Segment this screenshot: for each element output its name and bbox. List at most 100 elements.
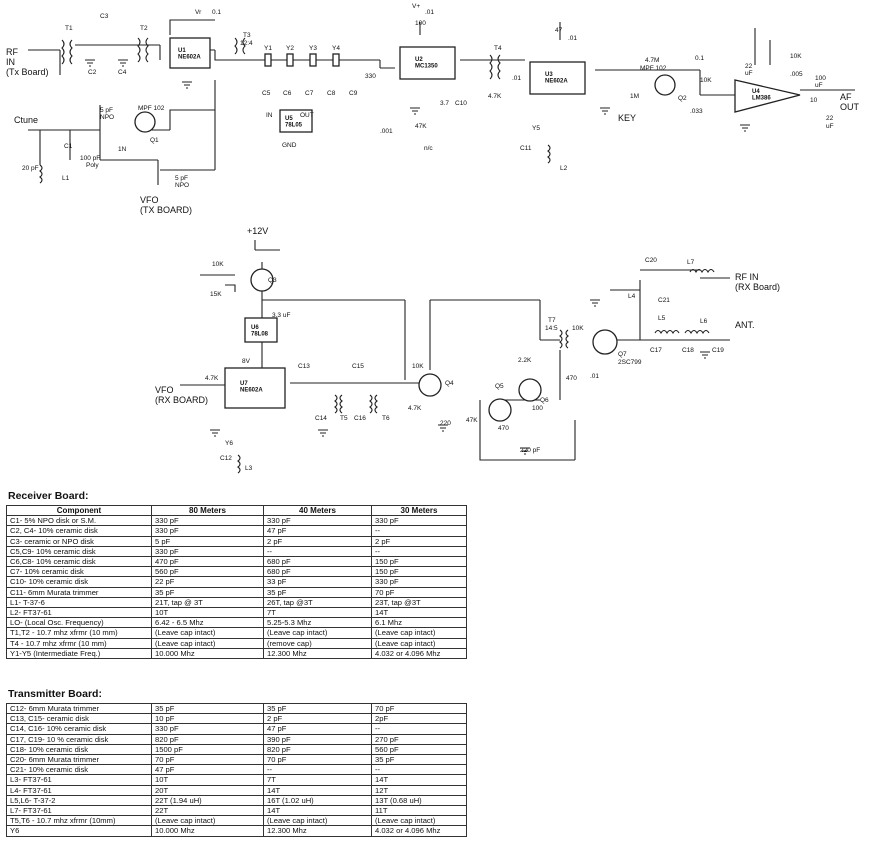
value-cell: (Leave cap intact) xyxy=(263,627,372,639)
header-30m: 30 Meters xyxy=(371,504,467,517)
component-label: 220 pF xyxy=(520,447,540,454)
component-label: L2 xyxy=(560,165,568,172)
component-cell: Y6 xyxy=(6,825,152,837)
value-cell: 330 pF xyxy=(151,723,264,735)
component-label: 5 pF xyxy=(100,107,113,114)
value-cell: 47 pF xyxy=(263,723,372,735)
component-label: Q6 xyxy=(540,397,549,404)
component-label: T6 xyxy=(382,415,390,422)
ground-symbols xyxy=(85,59,750,132)
component-label: 14:5 xyxy=(545,325,558,332)
rf-in-rx-label: RF IN(RX Board) xyxy=(735,272,780,292)
component-label: .01 xyxy=(512,75,521,82)
value-cell: 13T (0.68 uH) xyxy=(371,794,467,807)
component-cell: C12- 6mm Murata trimmer xyxy=(6,702,152,715)
component-label: NPO xyxy=(175,182,189,189)
value-cell: (Leave cap intact) xyxy=(151,627,264,639)
component-label: 47K xyxy=(466,417,478,424)
component-label: 100 pF xyxy=(80,155,100,162)
value-cell: 5 pF xyxy=(151,535,264,547)
component-label: C21 xyxy=(658,297,670,304)
component-label: C16 xyxy=(354,415,366,422)
component-cell: C11- 6mm Murata trimmer xyxy=(6,586,152,598)
u7-chip xyxy=(224,367,286,409)
component-label: 10K xyxy=(412,363,424,370)
component-cell: C21- 10% ceramic disk xyxy=(6,764,152,776)
vfo-tx-label: VFO(TX BOARD) xyxy=(140,195,192,215)
value-cell: 680 pF xyxy=(263,566,372,578)
component-cell: L2- FT37-61 xyxy=(6,607,152,619)
component-label: .01 xyxy=(590,373,599,380)
component-label: 4.7K xyxy=(408,405,422,412)
value-cell: 12T xyxy=(371,784,467,796)
component-label: Poly xyxy=(86,162,99,169)
component-label: C11 xyxy=(520,145,532,152)
value-cell: 5.25-5.3 Mhz xyxy=(263,617,372,629)
component-cell: L3- FT37-61 xyxy=(6,774,152,786)
value-cell: 47 pF xyxy=(151,764,264,776)
value-cell: 330 pF xyxy=(371,576,467,588)
component-label: T5 xyxy=(340,415,348,422)
q2-transistor xyxy=(654,74,676,96)
value-cell: 1500 pF xyxy=(151,743,264,756)
value-cell: 10T xyxy=(151,774,264,786)
component-label: C3 xyxy=(100,13,109,20)
component-label: Y4 xyxy=(332,45,340,52)
component-label: Q2 xyxy=(678,95,687,102)
component-label: 22 xyxy=(826,115,834,122)
value-cell: 10.000 Mhz xyxy=(151,825,264,837)
q5-transistor xyxy=(488,398,512,422)
value-cell: 35 pF xyxy=(371,754,467,766)
value-cell: 35 pF xyxy=(263,586,372,598)
component-label: 470 xyxy=(566,375,577,382)
component-label: 10K xyxy=(790,53,802,60)
value-cell: 35 pF xyxy=(151,586,264,598)
component-label: .01 xyxy=(425,9,434,16)
component-label: L6 xyxy=(700,318,708,325)
component-cell: C14, C16- 10% ceramic disk xyxy=(6,723,152,735)
component-label: 4.7K xyxy=(205,375,219,382)
component-cell: C18- 10% ceramic disk xyxy=(6,743,152,756)
component-label: uF xyxy=(826,123,834,130)
component-label: C2 xyxy=(88,69,97,76)
value-cell: 16T (1.02 uH) xyxy=(263,794,372,807)
q1-transistor xyxy=(134,111,156,133)
value-cell: 330 pF xyxy=(151,525,264,537)
value-cell: 470 pF xyxy=(151,556,264,568)
table-header-row: Component 80 Meters 40 Meters 30 Meters xyxy=(6,504,467,517)
u3-chip xyxy=(529,61,586,95)
component-label: 100 xyxy=(815,75,826,82)
component-label: .033 xyxy=(690,108,703,115)
component-cell: C20- 6mm Murata trimmer xyxy=(6,754,152,766)
value-cell: 330 pF xyxy=(263,515,372,527)
value-cell: 6.1 Mhz xyxy=(371,617,467,629)
component-label: Y2 xyxy=(286,45,294,52)
value-cell: 35 pF xyxy=(151,702,264,715)
component-label: MPF 102 xyxy=(138,105,165,112)
value-cell: 70 pF xyxy=(263,754,372,766)
component-label: n/c xyxy=(424,145,433,152)
q6-transistor xyxy=(518,378,542,402)
component-label: T2 xyxy=(140,25,148,32)
component-label: Q1 xyxy=(150,137,159,144)
value-cell: 2pF xyxy=(371,713,467,725)
component-label: 100 xyxy=(532,405,543,412)
value-cell: (Leave cap intact) xyxy=(151,637,264,649)
component-label: V+ xyxy=(412,3,420,10)
component-label: L4 xyxy=(628,293,636,300)
value-cell: (Leave cap intact) xyxy=(371,637,467,649)
component-label: C5 xyxy=(262,90,271,97)
